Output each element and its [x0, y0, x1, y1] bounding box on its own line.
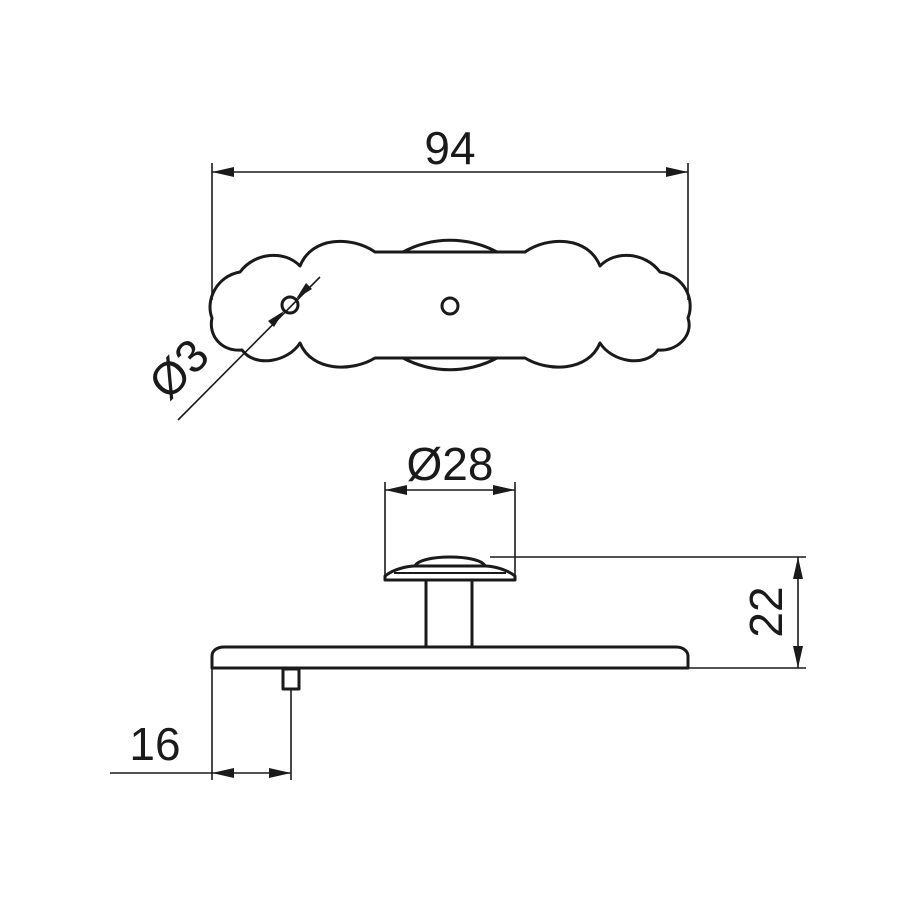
hole-leader-arrow-lower: [268, 311, 284, 327]
center-hole: [440, 296, 460, 316]
hole-leader-arrow-upper: [296, 283, 312, 299]
offset-arrow-right: [269, 768, 291, 778]
hole-leader-line: [177, 276, 321, 421]
backplate-side: [210, 645, 690, 670]
hole-diameter-label: Ø3: [139, 329, 219, 409]
knob-diameter-arrow-left: [385, 485, 407, 495]
length-arrow-left: [212, 167, 234, 177]
knob-diameter-label: Ø28: [407, 438, 494, 490]
height-arrow-top: [793, 557, 803, 579]
offset-label: 16: [129, 718, 180, 770]
mounting-pin: [281, 667, 301, 691]
side-view: Ø28 22 16: [110, 438, 806, 780]
knob-head-cap: [383, 564, 517, 582]
length-arrow-right: [666, 167, 688, 177]
side-hole: [280, 295, 300, 315]
backplate-outline: [208, 239, 692, 369]
offset-arrow-left: [212, 768, 234, 778]
knob-diameter-arrow-right: [493, 485, 515, 495]
height-arrow-bottom: [793, 646, 803, 668]
knob-bottom-arc: [401, 356, 499, 372]
knob-head-dome: [413, 555, 487, 568]
top-view: Ø3 94: [139, 122, 692, 421]
knob-top-arc: [401, 238, 499, 254]
height-label: 22: [740, 586, 792, 637]
overall-length-label: 94: [424, 122, 475, 174]
